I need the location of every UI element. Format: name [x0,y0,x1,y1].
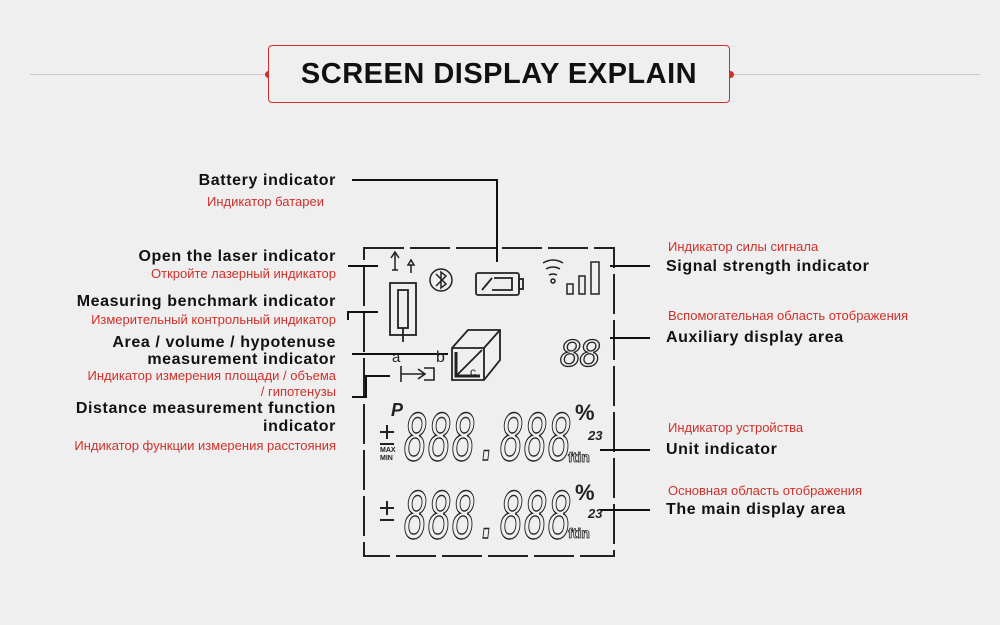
bluetooth-icon [429,268,453,292]
leader-lines [347,179,650,511]
area-label-line2: measurement indicator [147,351,336,368]
area-label-c: c [470,365,476,379]
area-label-b: b [436,349,445,366]
unit-tail-row1: ftin [568,449,590,465]
title-rule-left [30,74,268,75]
distance-icon [400,366,435,382]
signal-strength-icon [542,259,600,295]
page-title: SCREEN DISPLAY EXPLAIN [300,57,698,90]
percent-row1: % [575,400,595,425]
main-label: The main display area [666,501,846,518]
distance-label-line2: indicator [263,418,336,435]
main-digits-row1: 888.888 [404,402,572,476]
main-digits-row2: 888.888 [404,480,572,554]
percent-row2: % [575,480,595,505]
main-label-ru: Основная область отображения [668,483,863,498]
benchmark-leader [347,311,378,320]
unit-label: Unit indicator [666,441,778,458]
distance-label-ru: Индикатор функции измерения расстояния [74,438,336,453]
auxiliary-label-ru: Вспомогательная область отображения [668,308,909,323]
benchmark-label: Measuring benchmark indicator [76,293,336,310]
laser-icon [390,250,416,273]
unit-label-ru: Индикатор устройства [668,420,804,435]
p-label: P [391,400,404,420]
laser-label: Open the laser indicator [138,248,336,265]
area-label-line1: Area / volume / hypotenuse [112,334,336,351]
area-label-ru-line2: / гипотенузы [260,384,336,399]
title-dot-right [727,71,734,78]
benchmark-icon [389,282,417,342]
signal-label: Signal strength indicator [666,258,870,275]
unit-tail-row2: ftin [568,525,590,541]
area-volume-icon [451,329,501,381]
min-label: MIN [380,455,393,462]
area-label-ru-line1: Индикатор измерения площади / объема [87,368,337,383]
battery-label: Battery indicator [198,172,336,189]
unit-small-row1: 23 [587,428,603,443]
laser-label-ru: Откройте лазерный индикатор [151,266,336,281]
lcd-frame [363,247,615,557]
title-box: SCREEN DISPLAY EXPLAIN [268,45,730,103]
area-label-a: a [392,349,401,366]
distance-leader [352,375,390,398]
unit-small-row2: 23 [587,506,603,521]
auxiliary-label: Auxiliary display area [666,329,844,346]
battery-icon [475,272,524,296]
aux-digits: 88 [560,334,600,375]
benchmark-label-ru: Измерительный контрольный индикатор [91,312,336,327]
title-rule-right [730,74,980,75]
plus-minus-icon-1 [380,425,394,445]
distance-label-line1: Distance measurement function [75,400,336,417]
battery-leader [352,179,498,262]
signal-label-ru: Индикатор силы сигнала [668,239,819,254]
max-label: MAX [380,447,396,454]
plus-minus-icon-2 [380,501,394,521]
battery-label-ru: Индикатор батареи [206,194,324,209]
